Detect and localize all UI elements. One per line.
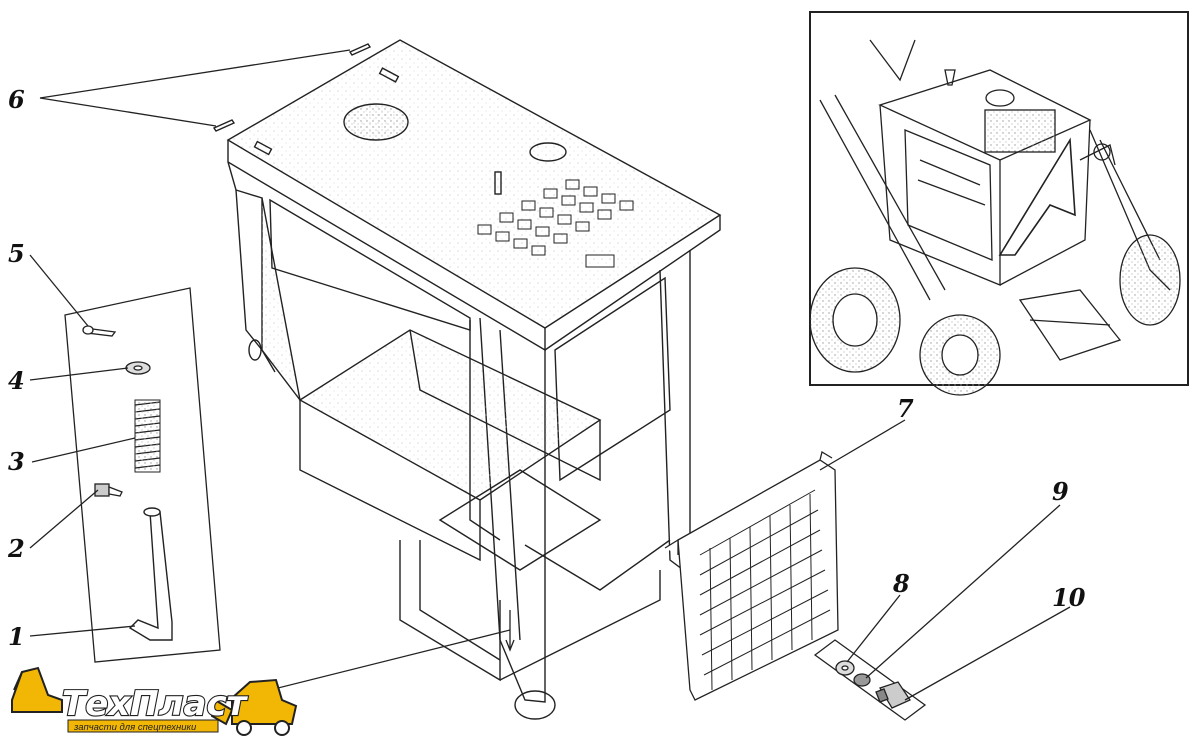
- callout-1: 1: [8, 622, 25, 651]
- cotter-pin: [82, 325, 117, 337]
- knob: [94, 483, 123, 497]
- callout-3: 3: [8, 447, 25, 476]
- loader-icon: [210, 678, 298, 736]
- inset-loader-view: [809, 11, 1189, 396]
- fastener-group: [813, 639, 927, 721]
- l-rod: [128, 507, 173, 641]
- callout-4: 4: [8, 366, 25, 395]
- callout-10: 10: [1052, 583, 1086, 612]
- callout-7: 7: [897, 394, 914, 423]
- excavator-icon: [11, 666, 63, 713]
- leader-lines: [29, 49, 1071, 701]
- washer: [125, 361, 151, 375]
- cab-frame: [226, 39, 722, 720]
- callout-6: 6: [8, 85, 25, 114]
- techplast-logo: ТехПласт запчасти для спецтехники: [11, 666, 298, 736]
- callout-5: 5: [8, 239, 25, 268]
- roof-vent-grid: [477, 179, 634, 268]
- rear-screen-guard: [664, 450, 839, 701]
- parts-panel-outline: [64, 287, 221, 663]
- callout-9: 9: [1052, 477, 1069, 506]
- callout-8: 8: [892, 569, 910, 598]
- logo-name: ТехПласт: [62, 684, 249, 724]
- roof-pins: [212, 43, 372, 132]
- callout-2: 2: [7, 534, 25, 563]
- spring: [134, 399, 161, 473]
- logo-tagline: запчасти для спецтехники: [73, 722, 197, 733]
